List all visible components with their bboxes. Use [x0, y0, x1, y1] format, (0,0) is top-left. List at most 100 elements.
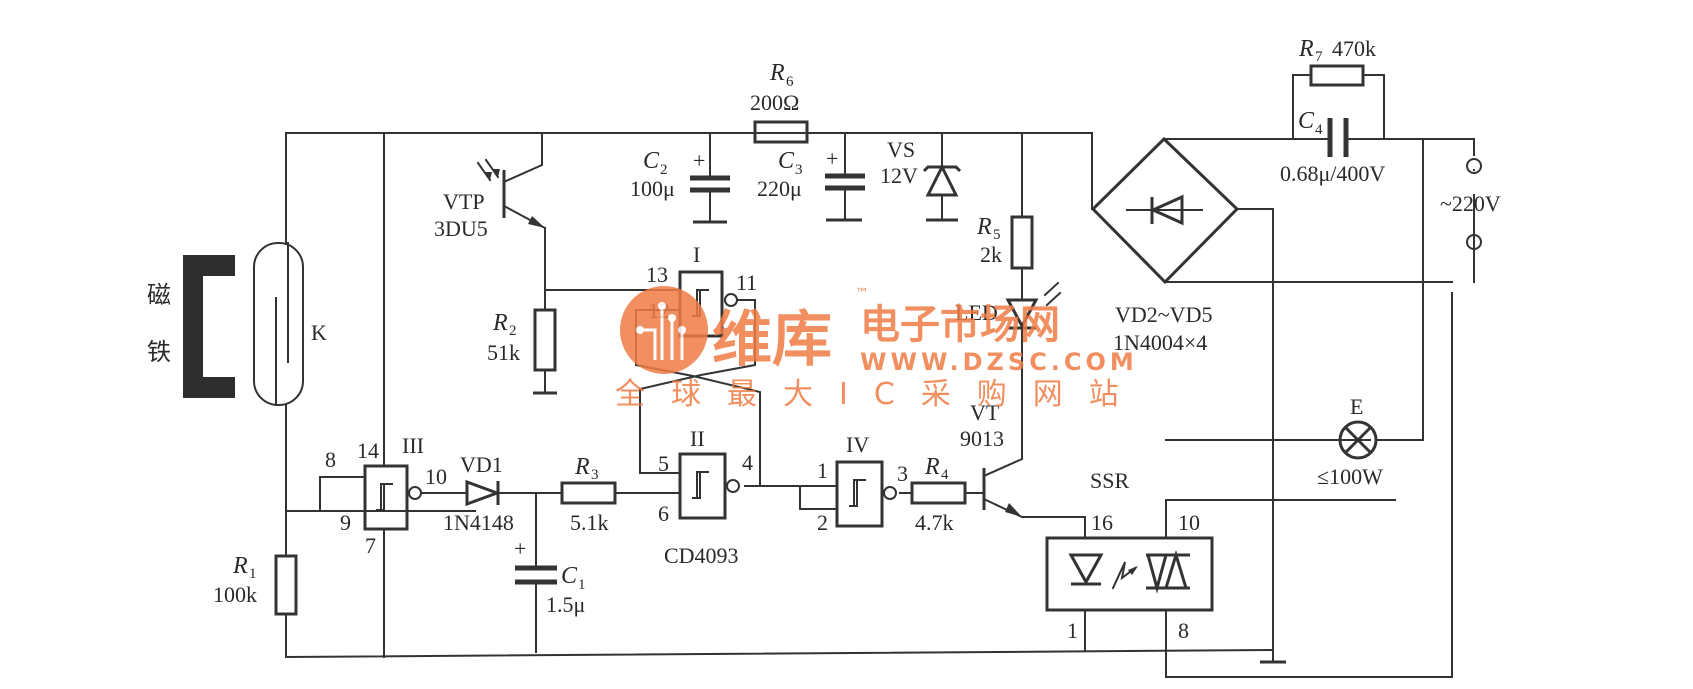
gate-iv-pin-1: 1	[817, 458, 828, 483]
gate-iii-pin-10: 10	[425, 464, 447, 489]
capacitor-c1: + C 1 1.5μ	[514, 536, 586, 617]
c2-polarity: +	[693, 148, 705, 173]
r6-sub: 6	[786, 74, 794, 90]
led-label: LED	[955, 300, 998, 325]
mains-terminals: ~220V	[1440, 158, 1501, 283]
gate-iv-pin-3: 3	[897, 461, 908, 486]
gate-iii-pin-8: 8	[325, 447, 336, 472]
vs-value: 12V	[880, 163, 918, 188]
vd1-part: 1N4148	[443, 510, 514, 535]
zener-vs: VS 12V	[880, 137, 962, 197]
c3-value: 220μ	[757, 176, 802, 201]
gate-ii-name: II	[690, 426, 705, 451]
r7-value: 470k	[1332, 36, 1376, 61]
c2-ref: C	[643, 148, 660, 174]
ic-part: CD4093	[664, 543, 739, 568]
watermark: 维库 ™ 电子市场网 WWW.DZSC.COM 全球最大IC采购网站	[615, 286, 1145, 412]
r2-value: 51k	[487, 340, 520, 365]
watermark-tm: ™	[855, 286, 869, 302]
gate-iv-pin-2: 2	[817, 510, 828, 535]
bridge-name: VD2~VD5	[1115, 302, 1212, 327]
r1-value: 100k	[213, 582, 257, 607]
resistor-r4: R 4 4.7k	[910, 454, 967, 535]
watermark-brand: 维库	[712, 305, 832, 375]
r7-sub: 7	[1315, 49, 1323, 65]
lamp-name: E	[1350, 394, 1363, 419]
bridge-rectifier: VD2~VD5 1N4004×4	[1090, 136, 1240, 355]
c1-polarity: +	[514, 536, 526, 561]
c4-ref: C	[1298, 108, 1315, 134]
led: LED	[955, 281, 1062, 330]
transistor-vt: VT 9013	[960, 400, 1022, 517]
c1-ref: C	[561, 563, 578, 589]
resistor-r7: R 7 470k	[1298, 36, 1376, 87]
ssr-pin-1: 1	[1067, 618, 1078, 643]
gate-ii-pin-5: 5	[658, 451, 669, 476]
gate-i-pin-11: 11	[736, 270, 757, 295]
vd1-name: VD1	[460, 452, 503, 477]
gate-iv: IV 1 2 3	[817, 432, 908, 535]
r7-ref: R	[1298, 36, 1314, 62]
r3-value: 5.1k	[570, 510, 609, 535]
mains-label: ~220V	[1440, 191, 1501, 216]
r2-ref: R	[492, 310, 508, 336]
resistor-r1: R 1 100k	[213, 553, 298, 616]
gate-ii-pin-4: 4	[742, 450, 753, 475]
gate-i-pin-13: 13	[646, 262, 668, 287]
gate-iii-pin-7: 7	[365, 533, 376, 558]
r4-sub: 4	[941, 467, 949, 483]
vt-part: 9013	[960, 426, 1004, 451]
resistor-r3: R 3 5.1k	[560, 454, 617, 535]
lamp-e: E ≤100W	[1317, 394, 1424, 489]
c1-value: 1.5μ	[546, 592, 585, 617]
resistor-r6: R 6 200Ω	[750, 60, 809, 144]
watermark-url: WWW.DZSC.COM	[860, 348, 1138, 376]
c3-sub: 3	[795, 162, 803, 178]
vtp-name: VTP	[443, 189, 485, 214]
gate-iii-pin-14: 14	[357, 438, 379, 463]
c3-polarity: +	[826, 146, 838, 171]
r1-ref: R	[232, 553, 248, 579]
c1-sub: 1	[578, 577, 586, 593]
watermark-brand-suffix: 电子市场网	[860, 302, 1060, 348]
bridge-part: 1N4004×4	[1113, 330, 1207, 355]
c4-sub: 4	[1315, 122, 1323, 138]
gate-i-name: I	[693, 242, 700, 267]
ssr-name: SSR	[1090, 468, 1129, 493]
gate-iii-pin-9: 9	[340, 510, 351, 535]
vt-name: VT	[970, 400, 1000, 425]
c2-sub: 2	[660, 162, 668, 178]
r5-value: 2k	[980, 242, 1002, 267]
gate-iii-name: III	[402, 433, 424, 458]
capacitor-c2: + C 2 100μ	[630, 148, 730, 201]
r6-ref: R	[769, 60, 785, 86]
magnet-label-1: 磁	[147, 281, 171, 309]
ssr: SSR 16 1 10 8	[1045, 468, 1214, 643]
photo-transistor-vtp: VTP 3DU5	[434, 158, 545, 241]
diode-vd1: VD1 1N4148	[443, 452, 514, 535]
r2-sub: 2	[509, 323, 517, 339]
magnet: 磁 铁	[147, 255, 235, 398]
r4-ref: R	[924, 454, 940, 480]
r3-ref: R	[574, 454, 590, 480]
r1-sub: 1	[249, 566, 257, 582]
gate-ii: II 5 6 4 CD4093	[658, 426, 753, 568]
watermark-slogan: 全球最大IC采购网站	[615, 377, 1145, 412]
vs-name: VS	[887, 137, 915, 162]
ssr-pin-8: 8	[1178, 618, 1189, 643]
r3-sub: 3	[591, 467, 599, 483]
gate-iii: III 8 9 10 14 7	[325, 433, 447, 558]
c3-ref: C	[778, 148, 795, 174]
r4-value: 4.7k	[915, 510, 954, 535]
reed-switch: K	[253, 242, 327, 406]
ssr-pin-16: 16	[1091, 510, 1113, 535]
c2-value: 100μ	[630, 176, 675, 201]
capacitor-c4: C 4 0.68μ/400V	[1280, 108, 1385, 186]
resistor-r5: R 5 2k	[976, 214, 1034, 270]
ssr-pin-10: 10	[1178, 510, 1200, 535]
gate-ii-pin-6: 6	[658, 501, 669, 526]
c4-value: 0.68μ/400V	[1280, 161, 1385, 186]
r6-value: 200Ω	[750, 90, 799, 115]
resistor-r2: R 2 51k	[487, 308, 557, 372]
